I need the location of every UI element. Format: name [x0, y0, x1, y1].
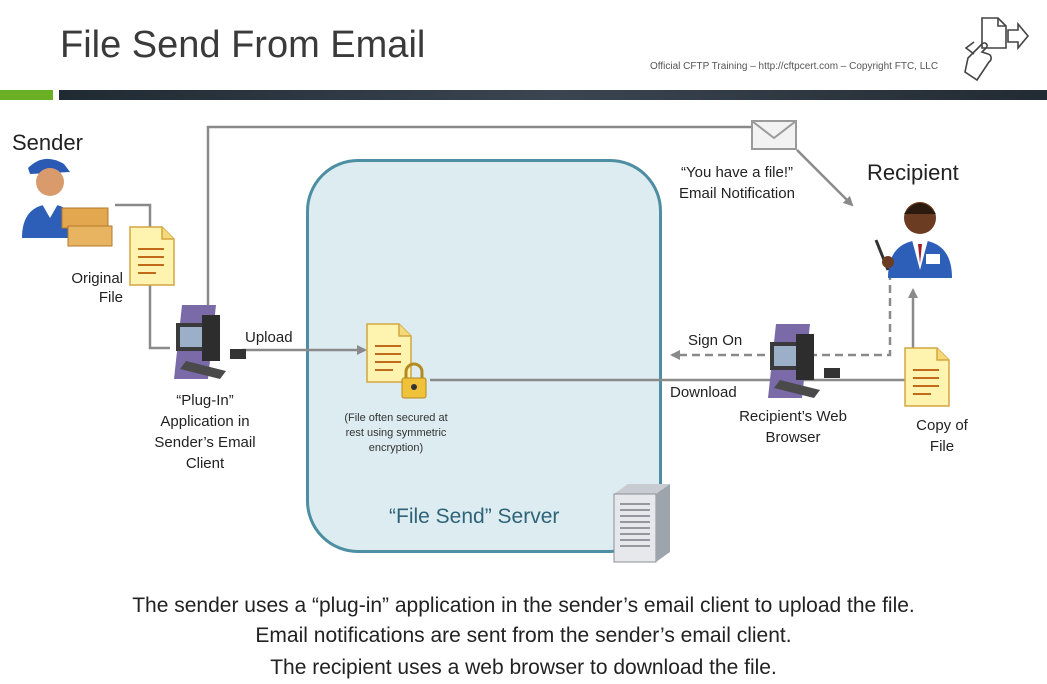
accent-bar-green	[0, 90, 53, 100]
page-title: File Send From Email	[60, 24, 426, 66]
notification-label: “You have a file!”Email Notification	[679, 164, 795, 202]
caption-line-2: Email notifications are sent from the se…	[255, 624, 792, 647]
download-label: Download	[670, 384, 737, 401]
copyright-text: Official CFTP Training – http://cftpcert…	[650, 61, 939, 72]
caption-line-3: The recipient uses a web browser to down…	[270, 656, 777, 679]
file-send-server-zone	[306, 159, 662, 553]
upload-label: Upload	[245, 329, 293, 346]
sender-to-plugin-line	[115, 203, 170, 350]
caption-line-1: The sender uses a “plug-in” application …	[132, 594, 915, 617]
recipient-label: Recipient	[867, 160, 959, 185]
sender-label: Sender	[12, 130, 83, 155]
sign-on-label: Sign On	[688, 332, 743, 349]
server-label: “File Send” Server	[389, 505, 560, 528]
accent-bar-dark	[59, 90, 1047, 100]
